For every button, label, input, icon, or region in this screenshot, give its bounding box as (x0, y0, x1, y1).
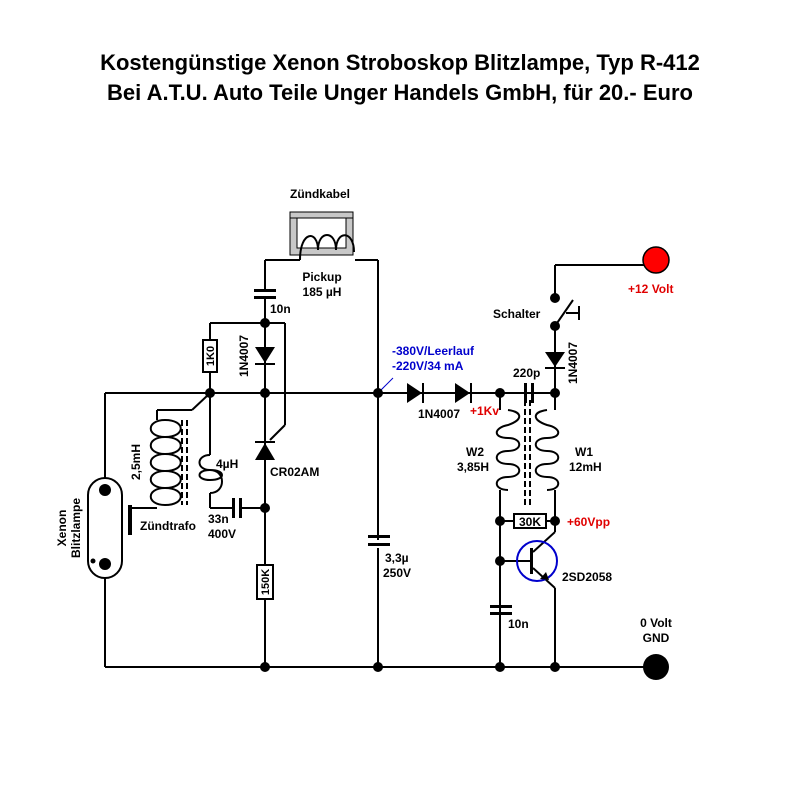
title-line-2: Bei A.T.U. Auto Teile Unger Handels GmbH… (107, 80, 693, 105)
scr-cr02am: CR02AM (255, 441, 319, 479)
label-plus-12v: +12 Volt (628, 282, 673, 296)
label-cap-10n-bottom: 10n (508, 617, 529, 631)
ignition-cable-top (289, 211, 354, 219)
label-diode-mid: 1N4007 (418, 407, 460, 421)
label-w1: W1 (575, 445, 593, 459)
label-diode-right: 1N4007 (566, 342, 580, 384)
label-cap-3-3u: 3,3µ (385, 551, 409, 565)
label-transistor: 2SD2058 (562, 570, 612, 584)
label-res-30k: 30K (519, 515, 541, 529)
label-gnd-2: GND (643, 631, 670, 645)
label-w2: W2 (466, 445, 484, 459)
label-scr: CR02AM (270, 465, 319, 479)
label-ind-4uh: 4µH (216, 457, 238, 471)
label-xenon-1: Xenon (55, 510, 69, 547)
label-cap-33n: 33n (208, 512, 229, 526)
voltage-annotation: -380V/Leerlauf -220V/34 mA (377, 344, 475, 394)
label-xenon-2: Blitzlampe (69, 498, 83, 558)
label-res-1k0: 1K0 (205, 346, 217, 366)
label-cap-220p: 220p (513, 366, 540, 380)
capacitor-33n: 33n 400V (208, 498, 242, 541)
xenon-flash-lamp: Xenon Blitzlampe (55, 477, 123, 579)
junction-dots (205, 293, 560, 672)
label-plus-1kv: +1Kv (470, 404, 499, 418)
terminal-gnd: 0 Volt GND (640, 616, 672, 680)
terminal-plus-12v: +12 Volt (628, 246, 673, 296)
label-plus-60vpp: +60Vpp (567, 515, 610, 529)
label-pickup: Pickup (302, 270, 341, 284)
ignition-cable-shield (289, 217, 354, 256)
label-pickup-value: 185 µH (303, 285, 342, 299)
label-voltage-note-1: -380V/Leerlauf (392, 344, 475, 358)
resistor-30k: 30K +60Vpp (513, 513, 610, 529)
label-ind-25mh: 2,5mH (129, 444, 143, 480)
label-w2-value: 3,85H (457, 460, 489, 474)
diodes-1n4007-series: 1N4007 (407, 383, 472, 421)
inductor-4uh: 4µH (198, 454, 238, 494)
ignition-cable-pickup: Zündkabel Pickup 185 µH (289, 187, 355, 299)
label-voltage-note-2: -220V/34 mA (392, 359, 464, 373)
capacitor-10n-bottom: 10n (490, 605, 529, 631)
ignition-transformer: 2,5mH Zündtrafo (128, 419, 196, 535)
trafo-output-electrode (128, 505, 132, 535)
capacitor-3-3u: 3,3µ 250V (368, 535, 411, 580)
label-gnd-1: 0 Volt (640, 616, 672, 630)
diode-1n4007-left: 1N4007 (237, 335, 275, 377)
capacitor-220p: 220p (513, 366, 540, 403)
output-transformer: W2 3,85H W1 12mH (457, 400, 602, 505)
transistor-2sd2058: 2SD2058 (516, 540, 612, 584)
switch-schalter[interactable]: Schalter (493, 299, 580, 327)
label-zuendtrafo: Zündtrafo (140, 519, 196, 533)
label-cap-10n-top: 10n (270, 302, 291, 316)
label-res-150k: 150K (260, 569, 272, 595)
pickup-coil (299, 234, 355, 261)
label-cap-33n-voltage: 400V (208, 527, 236, 541)
label-w1-value: 12mH (569, 460, 602, 474)
resistor-1k0: 1K0 (202, 339, 218, 373)
label-zuendkabel: Zündkabel (290, 187, 350, 201)
label-schalter: Schalter (493, 307, 541, 321)
capacitor-10n-top: 10n (254, 289, 291, 316)
label-diode-left: 1N4007 (237, 335, 251, 377)
title-line-1: Kostengünstige Xenon Stroboskop Blitzlam… (100, 50, 700, 75)
resistor-150k: 150K (256, 564, 274, 600)
diode-1n4007-right: 1N4007 (545, 342, 580, 384)
label-cap-3-3u-voltage: 250V (383, 566, 411, 580)
